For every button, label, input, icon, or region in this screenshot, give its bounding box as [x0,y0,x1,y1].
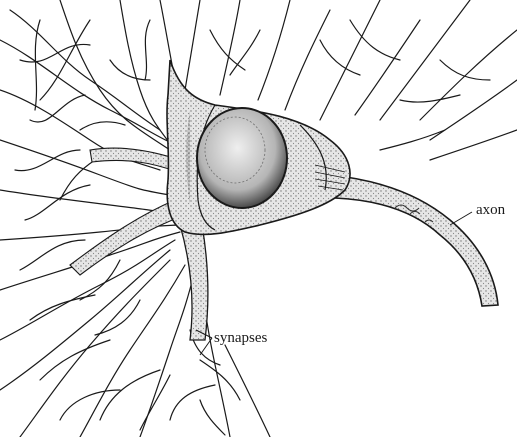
axon-process [330,175,498,306]
axon-label: axon [476,202,506,218]
synapses-label: synapses [214,330,267,346]
axon-pointer [450,212,472,225]
nucleus [197,108,287,208]
lower-dendrite-trunk [180,225,208,340]
